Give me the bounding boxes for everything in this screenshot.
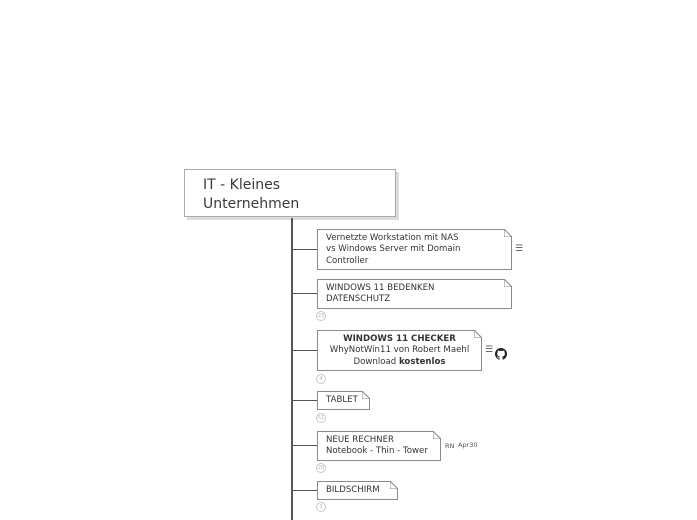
branch-connector-2 (292, 293, 317, 294)
branch-connector-3 (292, 350, 317, 351)
central-topic[interactable]: IT - Kleines Unternehmen (184, 169, 396, 217)
topic-line: WhyNotWin11 von Robert Maehl (329, 345, 470, 356)
central-topic-line-2: Unternehmen (203, 196, 300, 212)
topic-windows11-checker[interactable]: WINDOWS 11 CHECKER WhyNotWin11 von Rober… (317, 330, 482, 371)
collapsed-count-badge[interactable]: 3 (316, 502, 326, 512)
branch-connector-1 (292, 249, 317, 250)
topic-line: Download kostenlos (353, 356, 446, 367)
topic-line: NEUE RECHNER (326, 435, 395, 445)
collapsed-count-badge[interactable]: 4 (316, 374, 326, 384)
fold-corner (433, 431, 441, 439)
topic-line: Notebook - Thin - Tower (326, 446, 428, 457)
github-icon[interactable] (495, 345, 507, 364)
topic-line: BILDSCHIRM (326, 485, 380, 495)
branch-connector-5 (292, 445, 317, 446)
branch-connector-4 (292, 400, 317, 401)
topic-neue-rechner[interactable]: NEUE RECHNER Notebook - Thin - Tower (317, 431, 441, 461)
topic-line: Controller (326, 255, 369, 266)
topic-line: WINDOWS 11 BEDENKEN (326, 283, 435, 293)
collapsed-count-badge[interactable]: 51 (316, 413, 326, 423)
branch-connector-6 (292, 490, 317, 491)
central-topic-line-1: IT - Kleines (203, 177, 280, 193)
topic-line: TABLET (326, 395, 358, 405)
topic-line: Vernetzte Workstation mit NAS (326, 233, 459, 243)
collapsed-count-badge[interactable]: 20 (316, 463, 326, 473)
topic-line: vs Windows Server mit Domain (326, 244, 461, 255)
note-lines-icon[interactable]: ☰ (485, 345, 494, 355)
fold-corner (362, 391, 370, 399)
topic-tablet[interactable]: TABLET (317, 391, 370, 410)
user-initials-tag: RN (445, 442, 455, 450)
topic-title: WINDOWS 11 CHECKER (343, 334, 456, 344)
collapsed-count-badge[interactable]: 23 (316, 311, 326, 321)
topic-bildschirm[interactable]: BILDSCHIRM (317, 481, 398, 500)
fold-corner (504, 229, 512, 237)
fold-corner (474, 330, 482, 338)
topic-windows11-bedenken[interactable]: WINDOWS 11 BEDENKEN DATENSCHUTZ (317, 279, 512, 309)
trunk-connector (291, 218, 293, 520)
fold-corner (504, 279, 512, 287)
date-tag: Apr30 (458, 441, 478, 449)
fold-corner (390, 481, 398, 489)
note-lines-icon[interactable]: ☰ (515, 244, 524, 254)
topic-line: DATENSCHUTZ (326, 294, 391, 305)
topic-workstation-vs-server[interactable]: Vernetzte Workstation mit NAS vs Windows… (317, 229, 512, 270)
